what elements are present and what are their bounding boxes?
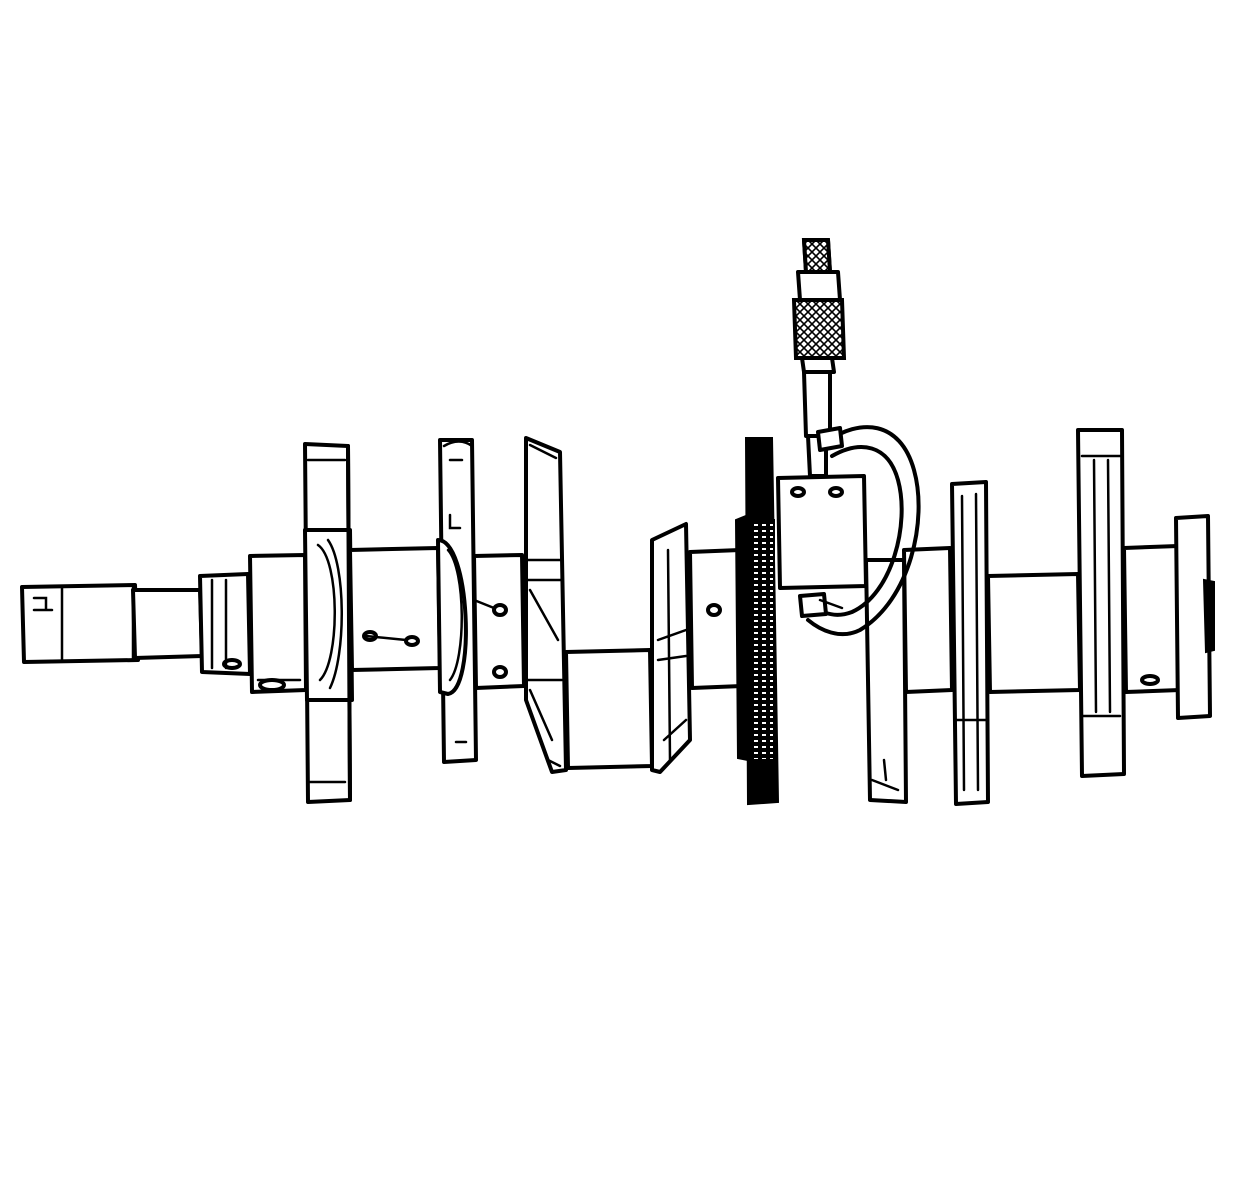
counterweight-2 xyxy=(436,438,478,764)
measured-journal xyxy=(776,474,868,590)
main-journal-2 xyxy=(472,553,526,690)
counterweight-7 xyxy=(1076,428,1126,778)
counterweight-4 xyxy=(650,522,692,774)
counterweight-3 xyxy=(524,436,568,774)
main-journal-3 xyxy=(688,548,744,690)
reluctor-ring xyxy=(734,437,780,806)
main-journal-1 xyxy=(248,553,308,694)
rod-journal-1 xyxy=(348,546,442,672)
counterweight-6 xyxy=(950,480,990,806)
main-journal-4 xyxy=(986,572,1082,694)
micrometer-icon xyxy=(791,238,921,637)
rod-journal-2 xyxy=(564,648,654,770)
crankshaft-snout xyxy=(20,572,252,676)
rear-flange xyxy=(1122,514,1215,720)
counterweight-1 xyxy=(303,442,354,804)
